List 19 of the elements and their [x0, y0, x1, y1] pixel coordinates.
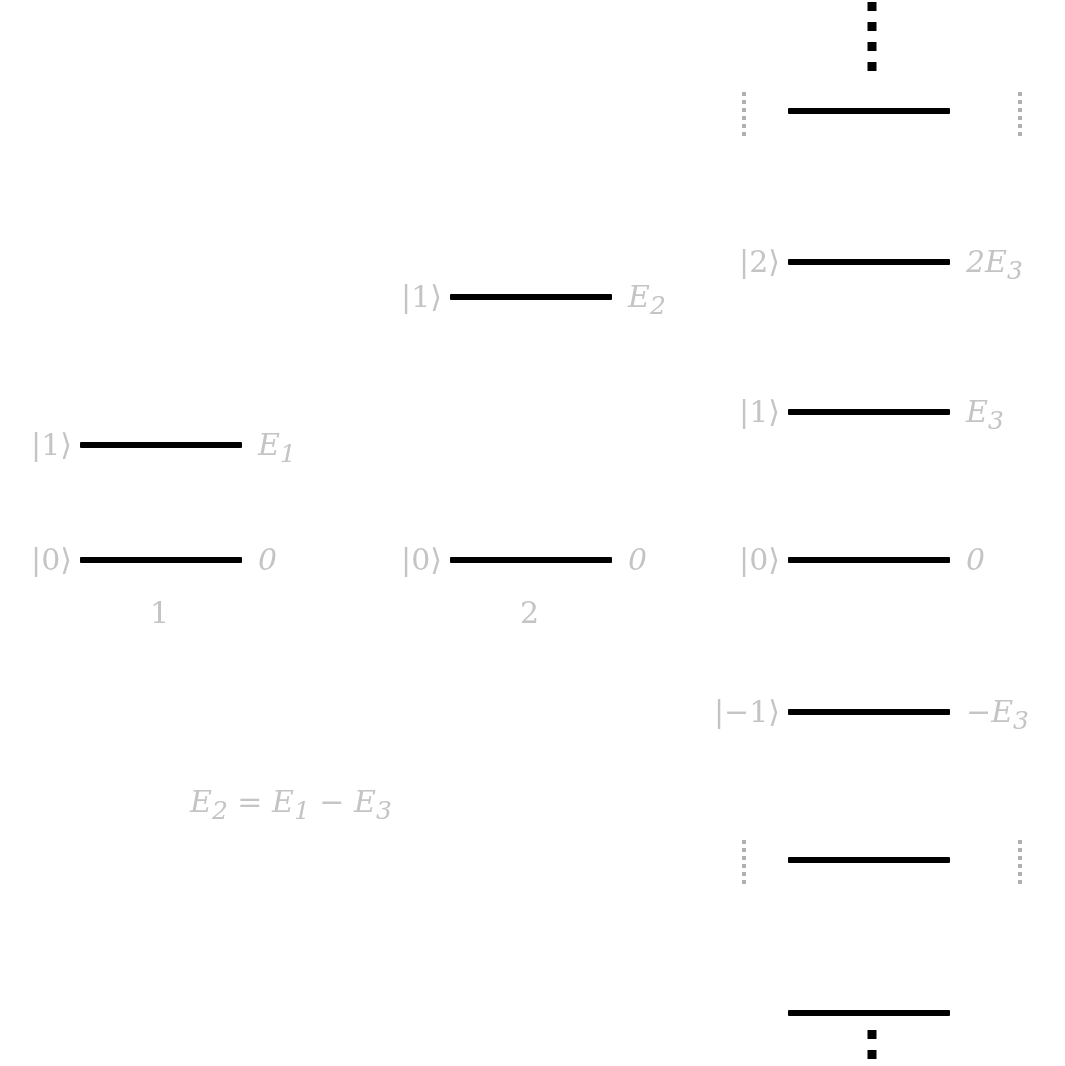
state-label: |0⟩: [739, 541, 780, 579]
energy-label: E$_{2}$: [628, 278, 666, 322]
state-label: |0⟩: [31, 541, 72, 579]
state-label: |2⟩: [739, 243, 780, 281]
state-label: |1⟩: [31, 426, 72, 464]
energy-label: 0: [628, 541, 648, 579]
energy-label: −E$_{3}$: [966, 693, 1029, 737]
state-label: |1⟩: [739, 393, 780, 431]
state-label: |1⟩: [401, 278, 442, 316]
energy-label: E$_{3}$: [966, 393, 1004, 437]
equation: E$_{2}$ = E$_{1}$ − E$_{3}$: [190, 783, 392, 827]
energy-label: 0: [966, 541, 986, 579]
column-number: 1: [150, 594, 170, 632]
state-label: |0⟩: [401, 541, 442, 579]
column-number: 2: [520, 594, 540, 632]
energy-label: E$_{1}$: [258, 426, 296, 470]
energy-label: 0: [258, 541, 278, 579]
state-label: |−1⟩: [713, 693, 780, 731]
energy-label: 2E$_{3}$: [966, 243, 1023, 287]
